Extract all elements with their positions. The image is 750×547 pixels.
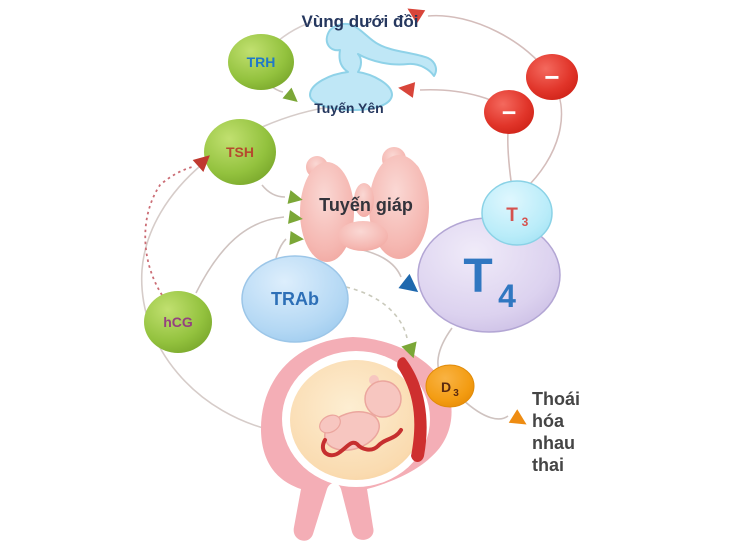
- arrow-thyroid-to-t4: [398, 273, 419, 293]
- arrow-hcg-to-thyroid: [288, 210, 303, 224]
- pituitary-gland-shape: [309, 22, 437, 112]
- degradation-line-3: nhau: [532, 433, 575, 453]
- node-d3: D 3: [425, 364, 475, 408]
- curve-hcg-to-thyroid: [195, 216, 285, 294]
- curve-trab-to-thyroid: [275, 238, 287, 259]
- degradation-annotation: Thoái hóa nhau thai: [532, 389, 580, 475]
- thyroid-gland-shape: [300, 147, 429, 262]
- thyroid-label: Tuyến giáp: [319, 195, 413, 215]
- d3-sub: 3: [453, 388, 459, 399]
- arrow-trab-to-placenta: [401, 341, 417, 359]
- minus-icon: −: [502, 99, 517, 127]
- node-trab: TRAb: [241, 255, 349, 343]
- arrowheads: [192, 8, 527, 425]
- t4-main: T: [463, 250, 492, 303]
- curve-tsh-to-thyroid: [261, 184, 286, 198]
- arrow-d3-to-degradation: [508, 409, 527, 425]
- d3-main: D: [441, 379, 451, 395]
- node-trh: TRH: [228, 34, 294, 90]
- t4-sub: 4: [498, 278, 516, 314]
- arrow-hcg-to-tsh: [192, 155, 210, 172]
- fetus-head: [364, 380, 402, 418]
- degradation-line-4: thai: [532, 455, 564, 475]
- node-tsh: TSH: [204, 119, 276, 185]
- negative-feedback-badge-2: −: [484, 90, 534, 134]
- curve-trab-to-placenta-dashed: [345, 286, 408, 339]
- degradation-line-2: hóa: [532, 411, 565, 431]
- degradation-line-1: Thoái: [532, 389, 580, 409]
- node-t4: T 4: [417, 217, 561, 333]
- arrow-feedback-to-pituitary: [398, 82, 416, 98]
- t3-main: T: [506, 205, 518, 226]
- arrow-trh-to-pituitary: [282, 87, 298, 102]
- negative-feedback-badge-1: −: [526, 54, 578, 100]
- umbilical-cord: [320, 428, 403, 458]
- minus-icon: −: [544, 62, 559, 92]
- placenta: [397, 357, 427, 462]
- curve-d3-to-degradation: [461, 398, 509, 420]
- node-t3: T 3: [481, 180, 553, 246]
- arrow-feedback-to-hypothalamus: [407, 8, 426, 24]
- fetus: [319, 375, 403, 458]
- arrow-trab-to-thyroid: [289, 231, 304, 245]
- arrow-tsh-to-thyroid: [287, 190, 303, 204]
- pituitary-label: Tuyến Yên: [314, 100, 384, 116]
- hypothalamus-title: Vùng dưới đồi: [302, 12, 419, 31]
- curve-hcg-to-tsh-dotted: [144, 166, 193, 296]
- node-hcg: hCG: [144, 291, 212, 353]
- uterus-illustration: [260, 337, 452, 541]
- t3-sub: 3: [522, 215, 529, 229]
